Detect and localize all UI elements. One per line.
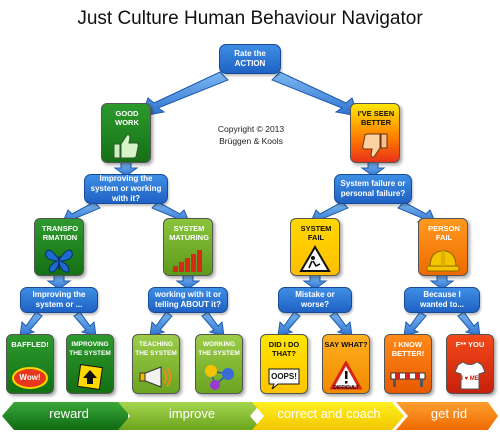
copyright-note: Copyright © 2013 Brüggen & Kools [206,123,296,147]
arrow-q2-2b [201,311,225,337]
leaf-improving-label: IMPROVING THE SYSTEM [69,341,111,357]
leaf-teaching-label: TEACHING THE SYSTEM [135,341,177,357]
arrow-l2-3 [302,274,328,290]
hard-hat-icon [426,250,460,272]
tshirt-text: I ♥ ME [461,376,479,382]
band-reward [2,402,128,430]
wow-text: Wow! [19,373,41,382]
question-telling-about: working with it or telling ABOUT it? [148,287,228,313]
band-reward-label: reward [49,406,89,421]
arrow-root-right [271,71,359,117]
band-correct [252,402,404,430]
band-improve [118,402,262,430]
band-get-rid [396,402,498,430]
arrow-q2-1b [73,311,97,337]
seen-better-card: I'VE SEEN BETTER [350,103,400,163]
wow-burst-icon [12,367,48,389]
arrow-l2-4 [429,274,455,290]
thumbs-up-icon [113,134,139,159]
band-getrid-label: get rid [430,406,468,421]
person-fail-label: PERSON FAIL [428,224,460,242]
leaf-did-i-do-that: DID I DO THAT? OOPS! [260,334,308,394]
leaf-knowbetter-label: I KNOW BETTER! [391,340,425,358]
question-improving-system: Improving the system or ... [20,287,98,313]
leaf-did-label: DID I DO THAT? [268,340,300,358]
arrow-root-left [141,71,229,117]
arrow-better-q [360,161,386,177]
megaphone-icon [139,366,172,388]
thumbs-down-icon [362,133,388,158]
leaf-saywhat-label: SAY WHAT? [324,340,368,349]
leaf-improving-system: IMPROVING THE SYSTEM [66,334,114,394]
leaf-teaching-system: TEACHING THE SYSTEM [132,334,180,394]
leaf-f-you: F** YOU I ♥ ME [446,334,494,394]
leaf-working-label: WORKING THE SYSTEM [198,341,240,357]
barrier-icon [390,372,426,387]
warning-sign-icon [299,245,331,272]
seen-better-label: I'VE SEEN BETTER [357,109,395,127]
band-improve-label: improve [168,406,216,421]
growth-bars-icon [173,250,202,272]
arrow-q2-3b [329,311,353,337]
diagram-title: Just Culture Human Behaviour Navigator [77,8,423,29]
question-improve-or-work: Improving the system or working with it? [84,174,168,204]
arrow-good-q [113,161,139,177]
leaf-fyou-label: F** YOU [455,340,485,349]
arrow-l2-1 [46,274,72,290]
leaf-baffled-label: BAFFLED! [11,340,49,349]
copyright-line: Copyright © 2013 [217,124,285,134]
difficult-warning-icon [330,361,362,390]
up-arrow-sign-icon [77,364,103,390]
question-mistake-or-worse: Mistake or worse? [278,287,352,313]
butterfly-icon [45,249,73,273]
system-fail-card: SYSTEM FAIL [290,218,340,276]
leaf-baffled: BAFFLED! Wow! [6,334,54,394]
leaf-know-better: I KNOW BETTER! [384,334,432,394]
person-fail-card: PERSON FAIL [418,218,468,276]
difficult-text: DIFFICULT [333,385,359,391]
system-fail-label: SYSTEM FAIL [300,224,332,242]
transformation-card: TRANSFO RMATION [34,218,84,276]
question-system-or-personal: System failure or personal failure? [334,174,412,204]
leaf-working-system: WORKING THE SYSTEM [195,334,243,394]
system-maturing-label: SYSTEM MATURING [169,224,209,242]
leaf-say-what: SAY WHAT? DIFFICULT [322,334,370,394]
good-work-card: GOOD WORK [101,103,151,163]
transformation-label: TRANSFO RMATION [41,224,79,242]
authors-line: Brüggen & Kools [219,136,283,146]
oops-text: OOPS! [271,372,297,381]
system-maturing-card: SYSTEM MATURING [163,218,213,276]
arrow-q2-4a [403,311,427,337]
arrow-l2-2 [175,274,201,290]
outcome-bands [2,402,498,430]
question-wanted-to: Because I wanted to... [404,287,480,313]
arrow-q2-3a [277,311,301,337]
tshirt-icon [454,361,486,390]
oops-bubble-icon [268,368,300,390]
arrow-q2-2a [149,311,173,337]
arrow-q2-4b [457,311,481,337]
band-correct-label: correct and coach [277,406,381,421]
network-nodes-icon [205,365,234,390]
rate-action-box: Rate the ACTION [219,44,281,74]
arrow-q2-1a [19,311,43,337]
good-work-label: GOOD WORK [115,109,139,127]
